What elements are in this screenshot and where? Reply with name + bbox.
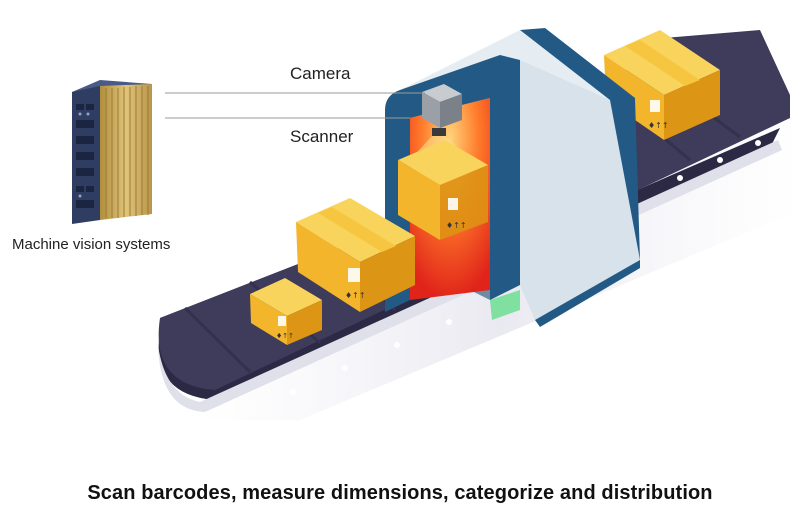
caption: Scan barcodes, measure dimensions, categ… <box>87 482 713 504</box>
svg-text:♦↑↑: ♦↑↑ <box>345 291 366 300</box>
package-box-icon: ♦↑↑ <box>398 140 488 240</box>
machine-vision-label: Machine vision systems <box>12 236 171 253</box>
svg-text:♦↑↑: ♦↑↑ <box>446 221 467 230</box>
package-box-icon: ♦↑↑ <box>296 198 415 312</box>
camera-label: Camera <box>290 64 351 83</box>
scanner-label: Scanner <box>290 127 354 146</box>
scanner-tunnel-icon <box>385 28 640 327</box>
svg-text:♦↑↑: ♦↑↑ <box>276 332 294 340</box>
svg-text:♦↑↑: ♦↑↑ <box>648 121 669 130</box>
belt-light <box>490 290 520 320</box>
machine-vision-device-icon <box>72 80 152 224</box>
package-box-icon: ♦↑↑ <box>250 278 322 345</box>
